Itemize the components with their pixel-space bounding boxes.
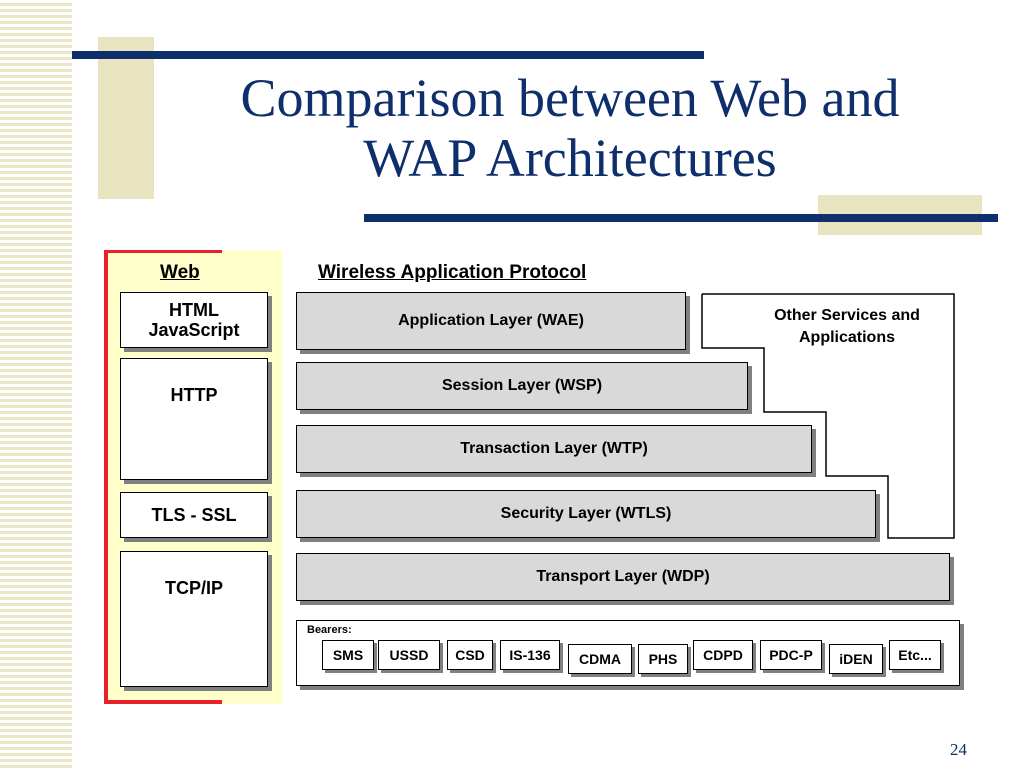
- layer-security-label: Security Layer (WTLS): [500, 505, 672, 522]
- layer-transaction: Transaction Layer (WTP): [296, 425, 812, 473]
- bearer-item: CDMA: [568, 644, 632, 674]
- bearer-item: CDPD: [693, 640, 753, 670]
- web-box-tls-label: TLS - SSL: [151, 504, 237, 525]
- bearer-label: CSD: [455, 647, 485, 663]
- bearer-label: SMS: [332, 647, 364, 663]
- title-rule-bottom: [364, 214, 998, 222]
- title-rule-top: [72, 51, 704, 59]
- layer-transport: Transport Layer (WDP): [296, 553, 950, 601]
- bearer-label: PDC-P: [769, 647, 813, 663]
- layer-session-label: Session Layer (WSP): [441, 377, 603, 394]
- other-services-line1: Other Services and: [774, 307, 920, 324]
- bearer-item: CSD: [447, 640, 493, 670]
- bearer-label: IS-136: [509, 647, 551, 663]
- bearer-label: iDEN: [839, 651, 873, 667]
- web-box-http-label: HTTP: [170, 385, 218, 405]
- bearer-item: iDEN: [829, 644, 883, 674]
- bearer-label: Etc...: [898, 647, 932, 663]
- title-accent-block: [98, 37, 154, 199]
- web-box-html: HTML JavaScript: [120, 292, 268, 348]
- web-box-tls: TLS - SSL: [120, 492, 268, 538]
- layer-application-label: Application Layer (WAE): [398, 312, 584, 329]
- layer-transaction-label: Transaction Layer (WTP): [460, 440, 648, 457]
- web-box-html-line2: JavaScript: [148, 320, 240, 340]
- web-box-tcpip-label: TCP/IP: [164, 578, 223, 598]
- web-heading: Web: [160, 262, 200, 283]
- bearer-label: CDPD: [703, 647, 743, 663]
- striped-margin: [0, 0, 72, 768]
- bearer-item: USSD: [378, 640, 440, 670]
- web-box-tcpip: TCP/IP: [120, 551, 268, 687]
- slide-title: Comparison between Web and WAP Architect…: [150, 68, 990, 188]
- web-box-html-line1: HTML: [169, 300, 219, 320]
- bearer-label: USSD: [389, 647, 429, 663]
- web-box-http: HTTP: [120, 358, 268, 480]
- bearer-item: Etc...: [889, 640, 941, 670]
- slide-title-line1: Comparison between Web and: [240, 68, 900, 128]
- other-services-outline: [700, 292, 955, 539]
- slide-title-line2: WAP Architectures: [363, 128, 777, 188]
- other-services-label: Other Services and Applications: [740, 305, 954, 349]
- bearer-label: PHS: [648, 651, 678, 667]
- layer-security: Security Layer (WTLS): [296, 490, 876, 538]
- other-services-line2: Applications: [798, 329, 895, 346]
- layer-transport-label: Transport Layer (WDP): [536, 568, 710, 585]
- bearer-label: CDMA: [579, 651, 621, 667]
- bearer-item: SMS: [322, 640, 374, 670]
- layer-session: Session Layer (WSP): [296, 362, 748, 410]
- layer-application: Application Layer (WAE): [296, 292, 686, 350]
- bearer-item: PDC-P: [760, 640, 822, 670]
- bearer-item: PHS: [638, 644, 688, 674]
- page-number: 24: [950, 740, 967, 759]
- bearer-item: IS-136: [500, 640, 560, 670]
- wap-heading: Wireless Application Protocol: [318, 262, 587, 283]
- bearers-label: Bearers:: [307, 624, 352, 636]
